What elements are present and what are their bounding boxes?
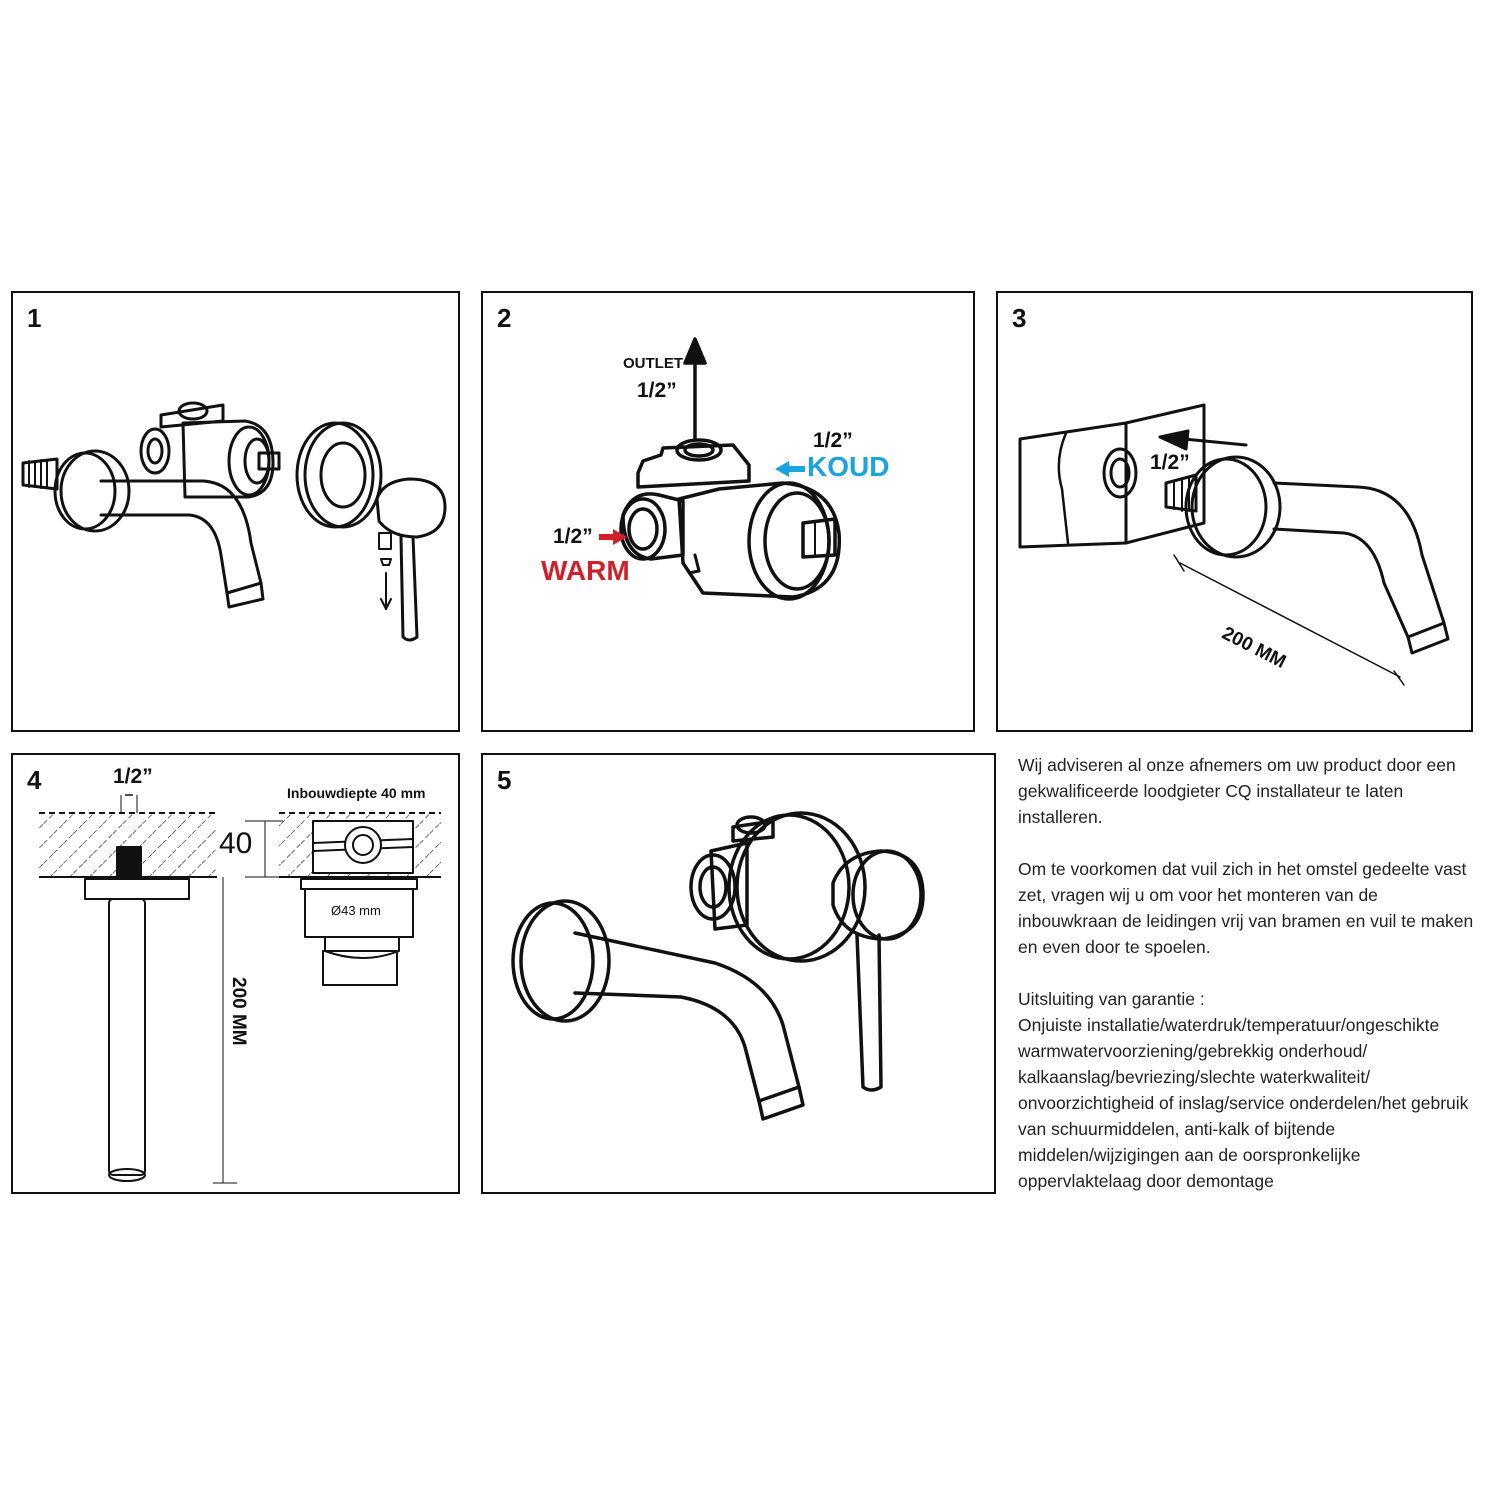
diameter-label: Ø43 mm (331, 903, 381, 918)
advice-paragraph: Wij adviseren al onze afnemers om uw pro… (1018, 755, 1456, 827)
cold-size: 1/2” (813, 429, 853, 452)
outlet-arrow-icon (683, 337, 707, 440)
wall-box-icon (1018, 403, 1206, 549)
spout-rosette-icon (53, 449, 131, 533)
panel-step-1: 1 (11, 291, 460, 732)
outlet-label: OUTLET (623, 355, 683, 372)
depth-title: Inbouwdiepte 40 mm (287, 785, 426, 801)
step-number: 4 (27, 765, 42, 795)
mixer-body-icon (139, 401, 281, 499)
wall-section-left (39, 794, 217, 1182)
depth-value: 40 (219, 827, 253, 860)
exploded-tap-drawing (21, 401, 447, 642)
step-number: 1 (27, 303, 42, 333)
warm-label: WARM (541, 555, 630, 586)
warranty-title: Uitsluiting van garantie : (1018, 989, 1205, 1009)
panel-step-2: 2 OUTLET 1/2” 1/2” KOUD 1/2” WARM (481, 291, 975, 732)
warm-arrow-icon (599, 529, 627, 545)
spout-icon (99, 479, 265, 609)
outlet-size: 1/2” (637, 379, 677, 402)
wall-section-right (279, 812, 441, 986)
thread-size-label: 1/2” (113, 765, 153, 788)
installation-notes: Wij adviseren al onze afnemers om uw pro… (1018, 752, 1480, 1194)
spout-length-label: 200 MM (228, 977, 249, 1046)
installation-dimensions-drawing (39, 794, 441, 1184)
cover-plate-icon (295, 421, 383, 529)
threaded-stub-icon (21, 457, 59, 491)
spout-mounting-drawing (1018, 403, 1450, 686)
panel-step-5: 5 (481, 753, 996, 1194)
cold-label: KOUD (807, 451, 890, 482)
step-number: 3 (1012, 303, 1027, 333)
lever-handle-icon (375, 477, 447, 642)
assembled-tap-drawing (511, 811, 925, 1121)
cold-arrow-icon (775, 461, 805, 477)
panel-step-3: 3 1/2” 200 MM (996, 291, 1473, 732)
warranty-paragraph: Onjuiste installatie/waterdruk/temperatu… (1018, 1015, 1469, 1191)
thread-size-label: 1/2” (1150, 451, 1190, 474)
panel-step-4: 4 (11, 753, 460, 1194)
warm-size: 1/2” (553, 525, 593, 548)
step-number: 5 (497, 765, 512, 795)
step-number: 2 (497, 303, 512, 333)
mixer-valve-drawing (619, 337, 842, 601)
push-arrow-icon (1158, 429, 1248, 451)
wall-fitting-icon (1102, 447, 1138, 499)
flush-paragraph: Om te voorkomen dat vuil zich in het oms… (1018, 859, 1474, 957)
